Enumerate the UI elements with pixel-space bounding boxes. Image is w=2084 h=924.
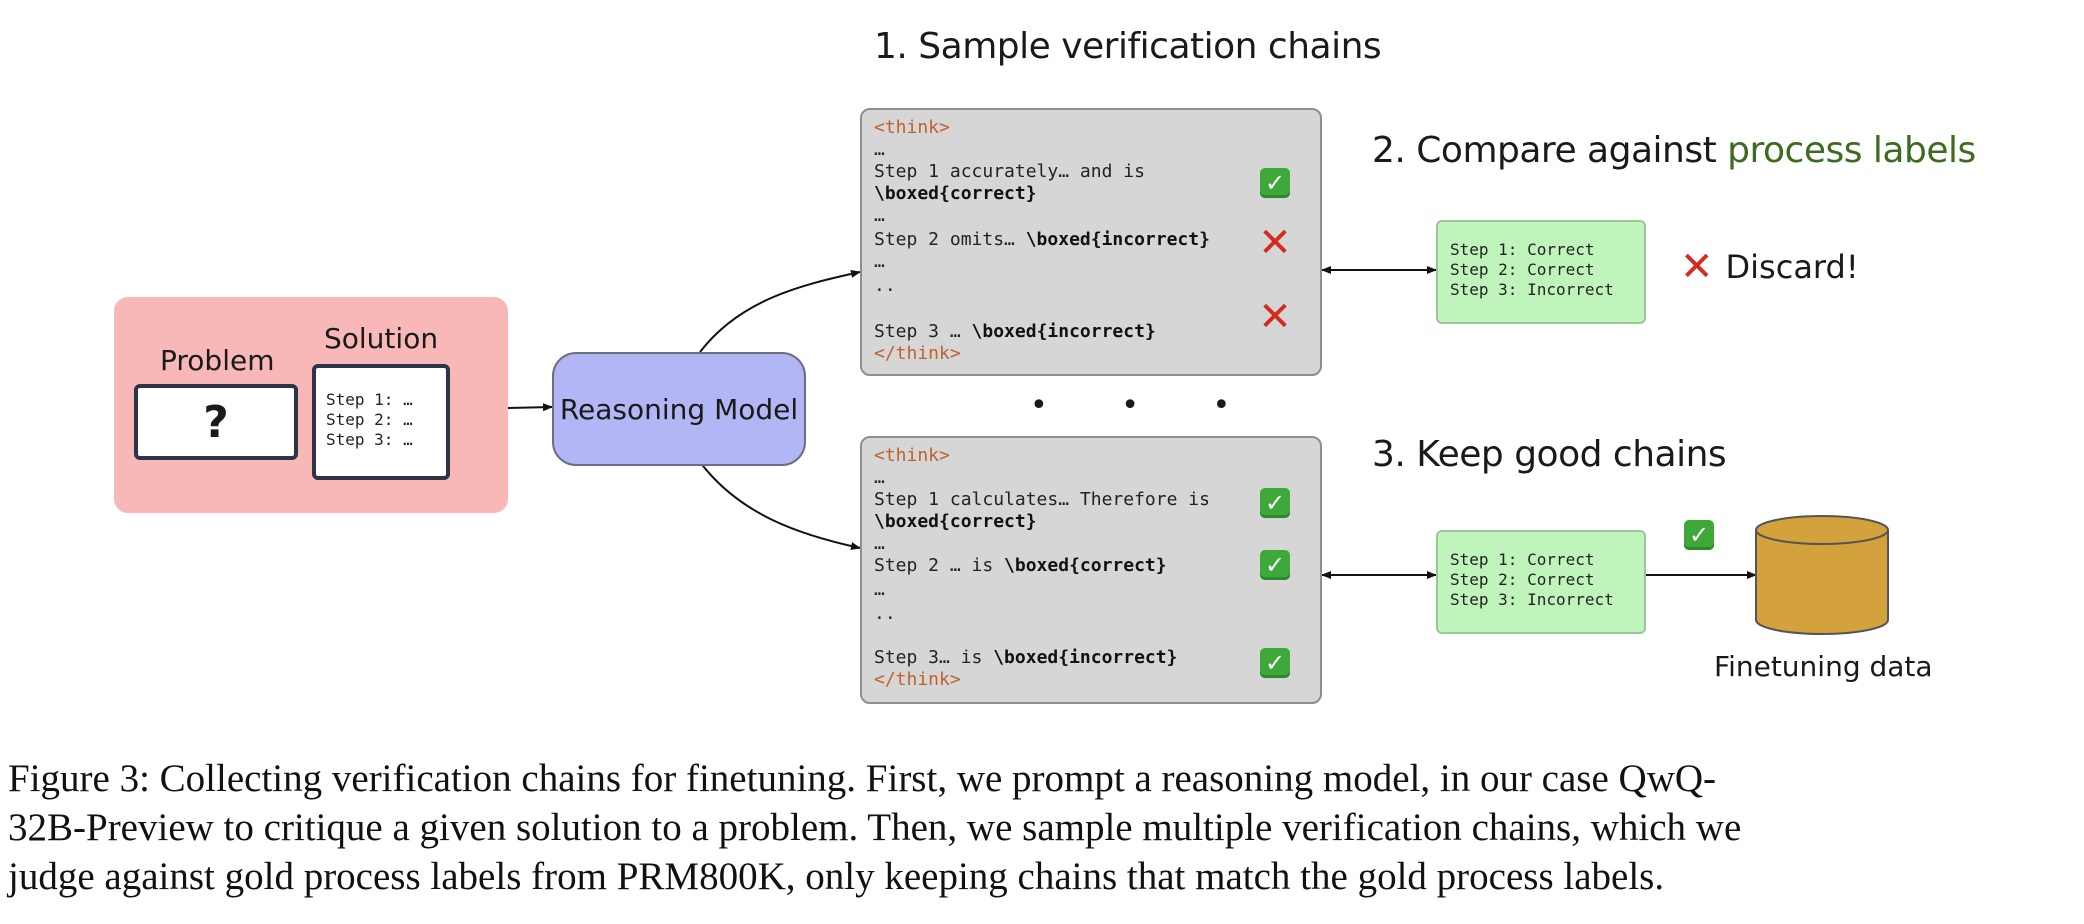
- boxed-correct: \boxed{correct}: [874, 511, 1037, 532]
- chain-step1-verdict: \boxed{correct}: [874, 512, 1037, 532]
- chain-step1-verdict: \boxed{correct}: [874, 184, 1037, 204]
- finetuning-data-label: Finetuning data: [1714, 650, 1933, 683]
- reasoning-model-label: Reasoning Model: [559, 392, 799, 426]
- check-icon: ✓: [1260, 168, 1290, 198]
- solution-label: Solution: [324, 322, 439, 355]
- boxed-correct: \boxed{correct}: [874, 183, 1037, 204]
- chain-step2: Step 2 … is \boxed{correct}: [874, 556, 1167, 576]
- problem-box: ?: [134, 384, 298, 460]
- step1-heading: 1. Sample verification chains: [874, 26, 1382, 67]
- chain-step1-text: Step 1 calculates… Therefore is: [874, 489, 1210, 510]
- ellipsis: …: [874, 251, 885, 272]
- chain-step1-text: Step 1 accurately… and is: [874, 161, 1145, 182]
- solution-steps: Step 1: … Step 2: … Step 3: …: [326, 390, 413, 449]
- arrow-model-to-bottom-chain: [699, 461, 861, 551]
- cross-icon: ✕: [1258, 294, 1292, 340]
- process-labels-box-top: Step 1: Correct Step 2: Correct Step 3: …: [1436, 220, 1646, 324]
- ellipsis: …: [874, 205, 885, 226]
- cross-icon: ✕: [1680, 244, 1714, 290]
- verification-chain-top: <think> … Step 1 accurately… and is \box…: [860, 108, 1322, 376]
- question-mark-icon: ?: [203, 396, 229, 448]
- check-icon: ✓: [1684, 520, 1714, 550]
- ellipsis: ..: [874, 603, 896, 624]
- ellipsis: …: [874, 139, 885, 160]
- think-open-tag: <think>: [874, 117, 950, 138]
- ellipsis: …: [874, 579, 885, 600]
- arrow-input-to-model: [507, 403, 553, 412]
- solution-box: Step 1: … Step 2: … Step 3: …: [312, 364, 450, 480]
- discard-result: ✕ Discard!: [1680, 244, 1859, 290]
- reasoning-model-box: Reasoning Model: [552, 352, 806, 466]
- check-icon: ✓: [1260, 488, 1290, 518]
- boxed-incorrect: \boxed{incorrect}: [1025, 229, 1210, 250]
- step2-heading: 2. Compare against process labels: [1372, 130, 1976, 171]
- process-labels-text: Step 1: Correct Step 2: Correct Step 3: …: [1450, 550, 1614, 609]
- step3-heading: 3. Keep good chains: [1372, 434, 1727, 475]
- ellipsis: …: [874, 467, 885, 488]
- boxed-incorrect: \boxed{incorrect}: [993, 647, 1178, 668]
- caption-line-2: 32B-Preview to critique a given solution…: [8, 806, 1742, 849]
- check-icon: ✓: [1260, 550, 1290, 580]
- chain-step2-text: Step 2 … is: [874, 555, 1005, 576]
- chain-step3: Step 3… is \boxed{incorrect}: [874, 648, 1177, 668]
- chain-step2: Step 2 omits… \boxed{incorrect}: [874, 230, 1210, 250]
- boxed-correct: \boxed{correct}: [1004, 555, 1167, 576]
- figure-caption: Figure 3: Collecting verification chains…: [8, 754, 2084, 901]
- more-chains-ellipsis: • • •: [1030, 388, 1263, 423]
- chain-step3-text: Step 3 …: [874, 321, 972, 342]
- think-close-tag: </think>: [874, 669, 961, 690]
- database-icon: [1755, 515, 1889, 635]
- chain-step3-text: Step 3… is: [874, 647, 994, 668]
- arrow-model-to-top-chain: [699, 269, 861, 353]
- discard-label: Discard!: [1725, 248, 1859, 286]
- think-open-tag: <think>: [874, 445, 950, 466]
- caption-line-1: Figure 3: Collecting verification chains…: [8, 757, 1717, 800]
- boxed-incorrect: \boxed{incorrect}: [971, 321, 1156, 342]
- cross-icon: ✕: [1258, 220, 1292, 266]
- check-icon: ✓: [1260, 648, 1290, 678]
- chain-step2-text: Step 2 omits…: [874, 229, 1026, 250]
- caption-line-3: judge against gold process labels from P…: [8, 855, 1665, 898]
- problem-label: Problem: [160, 344, 275, 377]
- process-labels-text: Step 1: Correct Step 2: Correct Step 3: …: [1450, 240, 1614, 299]
- ellipsis: ..: [874, 275, 896, 296]
- verification-chain-bottom: <think> … Step 1 calculates… Therefore i…: [860, 436, 1322, 704]
- process-labels-box-bottom: Step 1: Correct Step 2: Correct Step 3: …: [1436, 530, 1646, 634]
- chain-step3: Step 3 … \boxed{incorrect}: [874, 322, 1156, 342]
- step2-heading-accent: process labels: [1727, 130, 1976, 171]
- think-close-tag: </think>: [874, 343, 961, 364]
- ellipsis: …: [874, 533, 885, 554]
- step2-heading-prefix: 2. Compare against: [1372, 130, 1728, 171]
